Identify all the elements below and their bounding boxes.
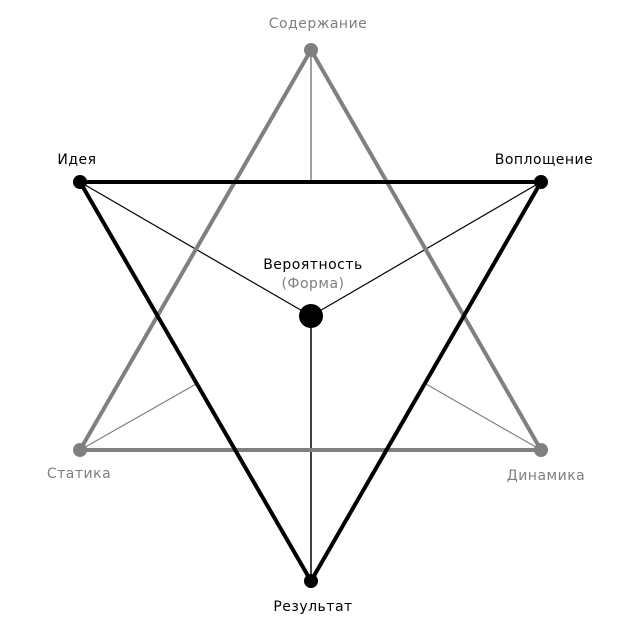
node-center	[299, 304, 323, 328]
gray-spoke-right	[425, 383, 542, 451]
label-center-title: Вероятность	[263, 257, 363, 273]
label-soderzhanie: Содержание	[269, 16, 368, 32]
label-statika: Статика	[47, 466, 111, 482]
node-voploshchenie	[534, 175, 548, 189]
label-center-subtitle: (Форма)	[281, 276, 344, 292]
gray-triangle	[76, 45, 545, 452]
node-rezultat	[304, 574, 318, 588]
dark-triangle	[76, 180, 545, 585]
label-dinamika: Динамика	[507, 468, 585, 484]
label-voploshchenie: Воплощение	[495, 152, 594, 168]
node-ideya	[73, 175, 87, 189]
node-dinamika	[534, 443, 548, 457]
label-ideya: Идея	[57, 152, 96, 168]
node-soderzhanie	[304, 43, 318, 57]
gray-spoke-left	[79, 383, 197, 451]
label-rezultat: Результат	[273, 599, 352, 615]
node-statika	[73, 443, 87, 457]
